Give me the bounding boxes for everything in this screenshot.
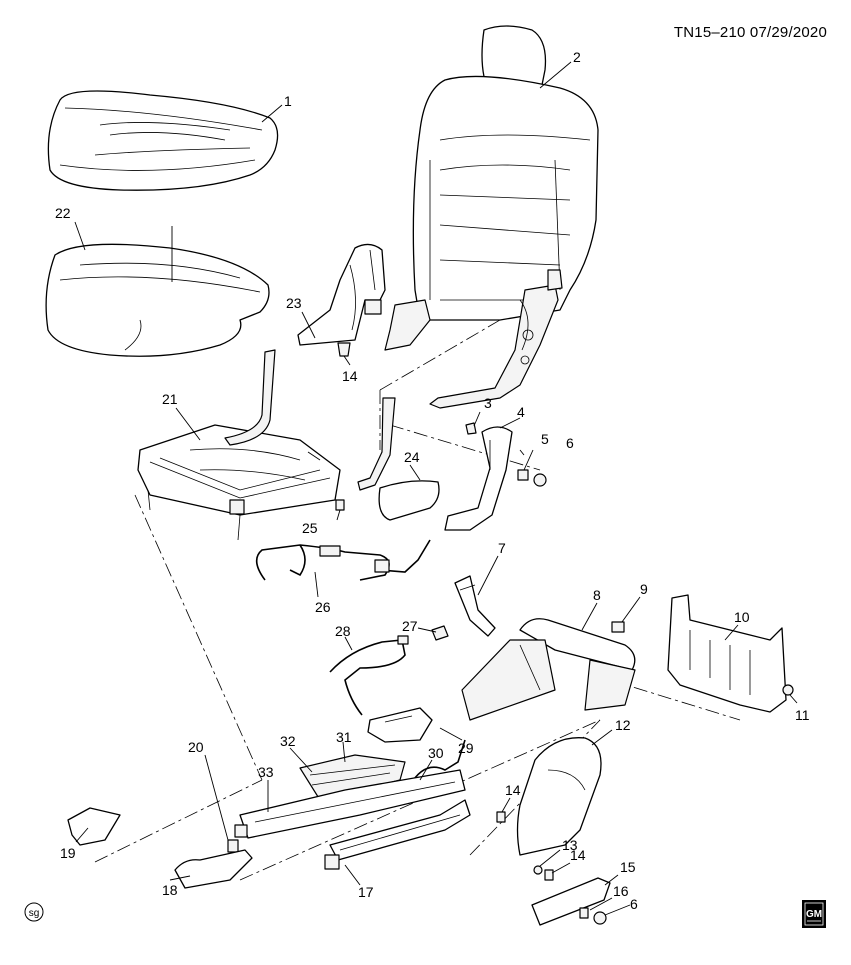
diagram-date: 07/29/2020 — [749, 24, 827, 41]
callout-10: 10 — [734, 609, 750, 625]
callout-31: 31 — [336, 729, 352, 745]
callout-32: 32 — [280, 733, 296, 749]
callout-22: 22 — [55, 205, 71, 221]
seat-outer-panel — [667, 594, 787, 713]
callout-13: 13 — [562, 837, 578, 853]
callout-14-upper: 14 — [342, 368, 358, 384]
callout-23: 23 — [286, 295, 302, 311]
diagram-code: TN15–210 — [673, 24, 746, 41]
adjuster-handle — [367, 707, 433, 743]
callout-numbers: 1 2 3 4 5 6 6 7 8 9 10 11 12 13 14 14 14… — [55, 49, 810, 912]
seat-belt-buckle — [454, 575, 496, 637]
seat-back-assembly — [384, 25, 599, 409]
callout-17: 17 — [358, 884, 374, 900]
nut-6-upper — [533, 473, 547, 487]
leader-lines — [74, 61, 798, 916]
bolt-20 — [227, 839, 239, 853]
trim-cover-15 — [531, 877, 611, 926]
callout-6-lower: 6 — [630, 896, 638, 912]
clip-fastener-lower — [544, 869, 554, 881]
spacer-5 — [517, 469, 529, 481]
callout-11: 11 — [795, 707, 810, 723]
bolt-27 — [431, 625, 449, 641]
seat-back-panel — [516, 737, 602, 856]
callout-7: 7 — [498, 540, 506, 556]
callout-18: 18 — [162, 882, 178, 898]
seat-side-shield — [297, 243, 386, 346]
wiring-harness — [255, 539, 431, 581]
callout-25: 25 — [302, 520, 318, 536]
clip-fastener-upper — [337, 342, 351, 357]
screw-11 — [782, 684, 794, 696]
callout-19: 19 — [60, 845, 76, 861]
gm-logo-text: GM — [806, 909, 822, 920]
callout-33: 33 — [258, 764, 274, 780]
plug-13 — [533, 865, 543, 875]
armrest-cover — [378, 480, 440, 521]
track-cover-outer — [174, 849, 253, 889]
callout-1: 1 — [284, 93, 292, 109]
callout-29: 29 — [458, 740, 474, 756]
callout-27: 27 — [402, 618, 418, 634]
callout-16: 16 — [613, 883, 629, 899]
seat-cushion-pad — [45, 243, 270, 357]
callout-26: 26 — [315, 599, 331, 615]
callout-12: 12 — [615, 717, 631, 733]
callout-2: 2 — [573, 49, 581, 65]
track-cover-inner — [67, 807, 121, 846]
callout-8: 8 — [593, 587, 601, 603]
callout-5: 5 — [541, 431, 549, 447]
seat-adjuster-assembly — [234, 754, 471, 870]
nut-6-lower — [593, 911, 607, 925]
callout-28: 28 — [335, 623, 351, 639]
callout-6-upper: 6 — [566, 435, 574, 451]
seat-back-support-bracket — [444, 426, 513, 531]
callout-21: 21 — [162, 391, 178, 407]
control-cable — [329, 635, 409, 716]
seat-cushion-cover — [47, 90, 279, 191]
nut-9 — [611, 621, 625, 633]
gm-logo: GM — [802, 900, 826, 928]
clip-fastener-mid — [496, 811, 506, 823]
callout-15: 15 — [620, 859, 636, 875]
sg-badge: sg — [24, 902, 44, 922]
callout-3: 3 — [484, 395, 492, 411]
callout-24: 24 — [404, 449, 420, 465]
callout-30: 30 — [428, 745, 444, 761]
sg-badge-text: sg — [29, 908, 40, 919]
callout-20: 20 — [188, 739, 204, 755]
seat-frame-crossmember — [461, 618, 636, 721]
diagram-header: TN15–210 07/29/2020 — [674, 24, 827, 41]
callout-9: 9 — [640, 581, 648, 597]
bolt-3 — [465, 422, 477, 435]
callout-4: 4 — [517, 404, 525, 420]
seat-cushion-frame — [137, 349, 396, 541]
bolt-25 — [335, 499, 345, 511]
callout-14-lower: 14 — [570, 847, 586, 863]
callout-14-mid: 14 — [505, 782, 521, 798]
bolt-16 — [579, 907, 589, 919]
